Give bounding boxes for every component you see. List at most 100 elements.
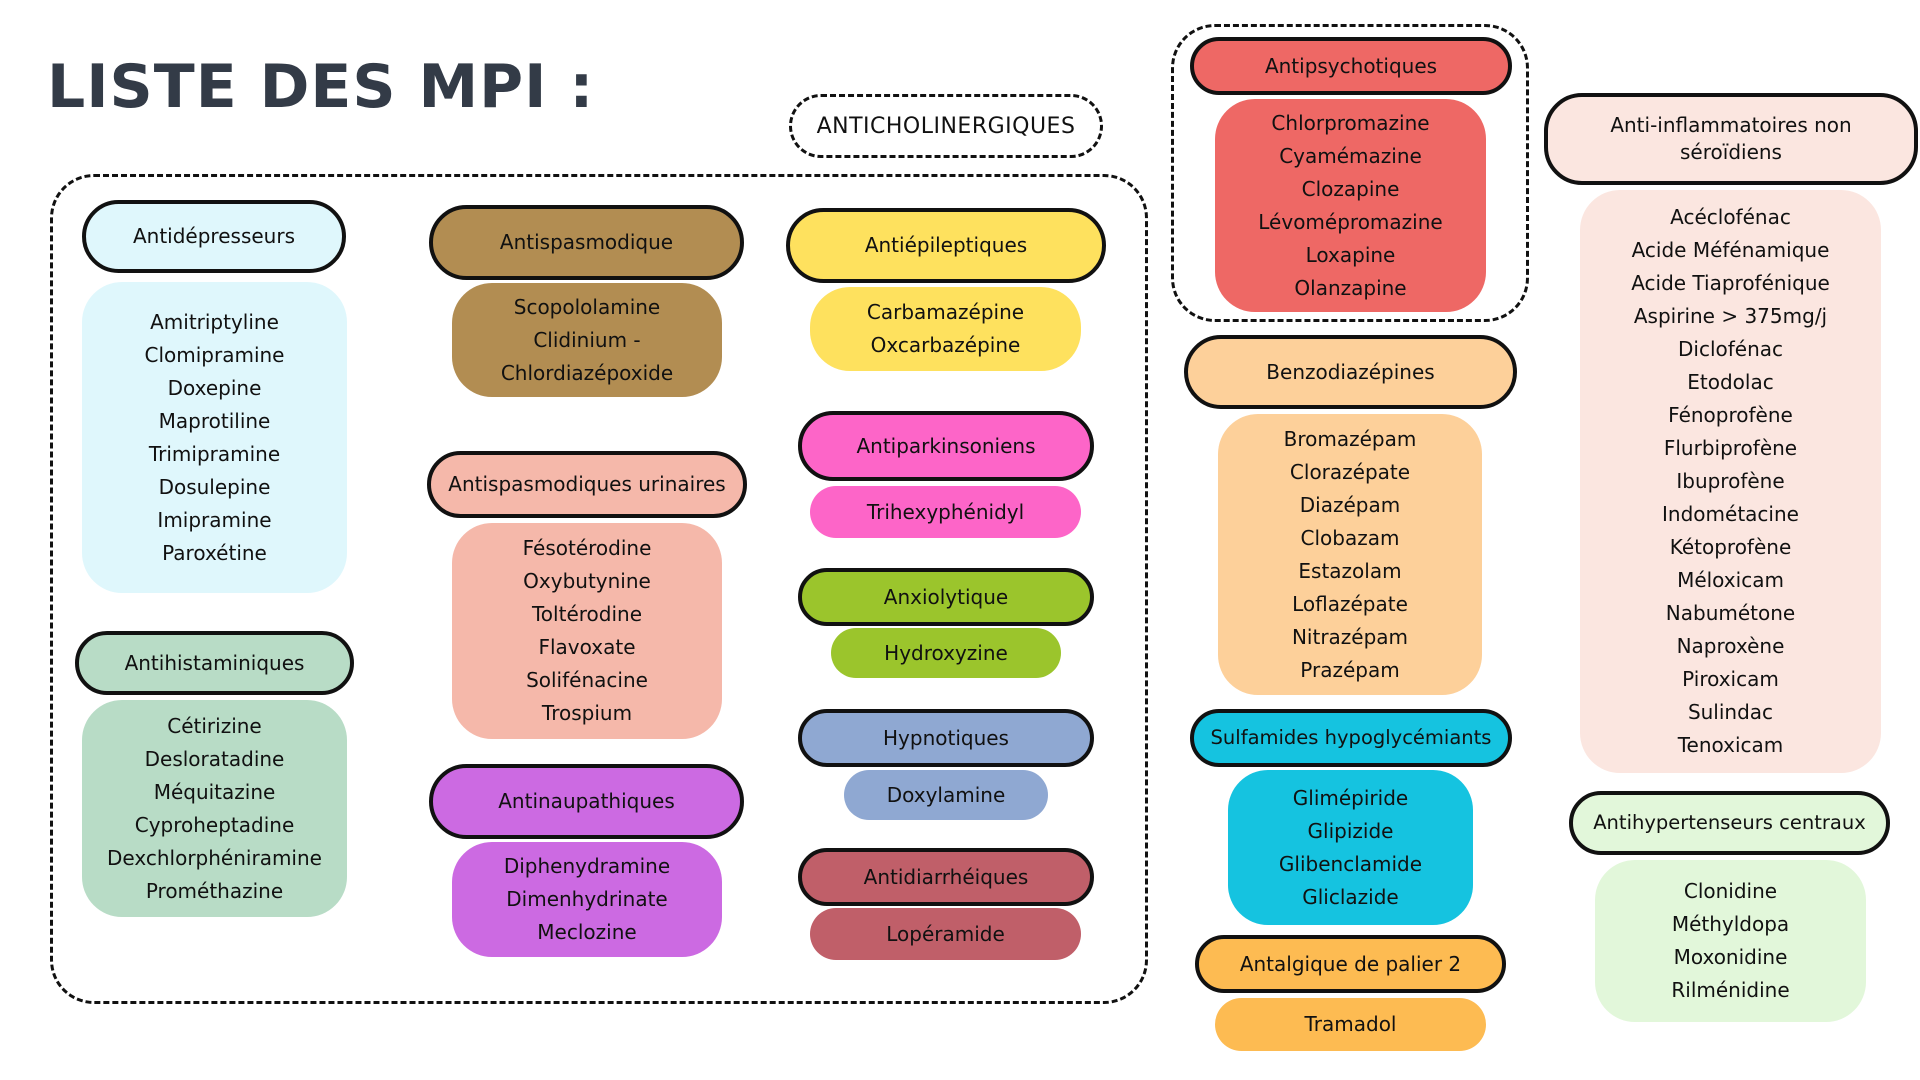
drug-item: Cyproheptadine xyxy=(134,812,295,837)
drug-item: Glimépiride xyxy=(1292,785,1409,810)
drug-item: Piroxicam xyxy=(1682,667,1779,691)
antispasmodique-header: Antispasmodique xyxy=(429,205,744,280)
drug-item: Lopéramide xyxy=(886,921,1005,946)
antispasmodiques-urinaires-header: Antispasmodiques urinaires xyxy=(427,451,747,518)
drug-item: Clomipramine xyxy=(144,342,285,367)
anticholinergic-label: ANTICHOLINERGIQUES xyxy=(789,94,1103,158)
drug-item: Lévomépromazine xyxy=(1258,209,1443,234)
drug-item: Moxonidine xyxy=(1673,945,1788,969)
drug-item: Maprotiline xyxy=(158,408,271,433)
drug-item: Amitriptyline xyxy=(150,309,279,334)
drug-item: Tenoxicam xyxy=(1677,733,1784,757)
antalgique-header: Antalgique de palier 2 xyxy=(1195,935,1506,993)
drug-item: Etodolac xyxy=(1687,370,1774,394)
ains-header: Anti-inflammatoires non séroïdiens xyxy=(1544,93,1918,185)
drug-item: Loxapine xyxy=(1305,242,1396,267)
drug-item: Doxepine xyxy=(167,375,262,400)
antipsychotiques-header: Antipsychotiques xyxy=(1190,37,1512,95)
antidiarrheiques-list: Lopéramide xyxy=(810,908,1081,960)
drug-item: Glibenclamide xyxy=(1278,851,1423,876)
drug-item: Rilménidine xyxy=(1671,978,1790,1002)
drug-item: Cétirizine xyxy=(167,713,262,738)
drug-item: Trimipramine xyxy=(148,441,281,466)
drug-item: Méloxicam xyxy=(1677,568,1784,592)
drug-item: Sulindac xyxy=(1687,700,1774,724)
antidepresseurs-header: Antidépresseurs xyxy=(82,200,346,273)
drug-item: Clidinium - xyxy=(533,327,641,352)
drug-item: Imipramine xyxy=(157,507,272,532)
drug-item: Oxybutynine xyxy=(523,569,651,593)
drug-item: Acéclofénac xyxy=(1670,205,1791,229)
drug-item: Flurbiprofène xyxy=(1663,436,1798,460)
drug-item: Acide Méfénamique xyxy=(1631,238,1830,262)
drug-item: Indométacine xyxy=(1662,502,1799,526)
antidiarrheiques-header: Antidiarrhéiques xyxy=(798,848,1094,906)
antihypertenseurs-header: Antihypertenseurs centraux xyxy=(1569,791,1890,855)
drug-item: Toltérodine xyxy=(531,602,642,626)
drug-item: Ibuprofène xyxy=(1676,469,1785,493)
anxiolytique-list: Hydroxyzine xyxy=(831,628,1061,678)
drug-item: Scopololamine xyxy=(513,294,661,319)
drug-item: Dexchlorphéniramine xyxy=(107,845,322,870)
drug-item: Dosulepine xyxy=(158,474,271,499)
drug-item: Clozapine xyxy=(1301,176,1400,201)
anticholinergic-group-frame xyxy=(50,174,1148,1004)
sulfamides-header: Sulfamides hypoglycémiants xyxy=(1190,709,1512,767)
drug-item: Clobazam xyxy=(1300,525,1400,550)
drug-item: Fénoprofène xyxy=(1668,403,1793,427)
drug-item: Glipizide xyxy=(1307,818,1394,843)
drug-item: Naproxène xyxy=(1676,634,1785,658)
drug-item: Aspirine > 375mg/j xyxy=(1633,304,1828,328)
drug-item: Acide Tiaprofénique xyxy=(1631,271,1830,295)
antinaupathiques-header: Antinaupathiques xyxy=(429,764,744,839)
drug-item: Méquitazine xyxy=(153,779,276,804)
anxiolytique-header: Anxiolytique xyxy=(798,568,1094,626)
drug-item: Hydroxyzine xyxy=(884,640,1008,665)
antiparkinsoniens-list: Trihexyphénidyl xyxy=(810,486,1081,538)
hypnotiques-header: Hypnotiques xyxy=(798,709,1094,767)
drug-item: Nabumétone xyxy=(1665,601,1796,625)
drug-item: Chlordiazépoxide xyxy=(500,360,674,385)
drug-item: Diazépam xyxy=(1299,492,1401,517)
drug-item: Diclofénac xyxy=(1677,337,1784,361)
drug-item: Prazépam xyxy=(1300,657,1400,682)
drug-item: Estazolam xyxy=(1298,558,1402,583)
drug-item: Kétoprofène xyxy=(1669,535,1792,559)
benzodiazepines-header: Benzodiazépines xyxy=(1184,335,1517,409)
drug-item: Bromazépam xyxy=(1283,426,1417,451)
drug-item: Trihexyphénidyl xyxy=(866,499,1025,524)
antiepileptiques-header: Antiépileptiques xyxy=(786,208,1106,283)
drug-item: Solifénacine xyxy=(526,668,648,692)
drug-item: Paroxétine xyxy=(162,540,267,565)
drug-item: Clorazépate xyxy=(1289,459,1411,484)
page-title: LISTE DES MPI : xyxy=(47,52,595,122)
drug-item: Olanzapine xyxy=(1294,275,1407,300)
drug-item: Meclozine xyxy=(537,920,637,944)
drug-item: Carbamazépine xyxy=(866,300,1025,324)
drug-item: Desloratadine xyxy=(144,746,285,771)
antiparkinsoniens-header: Antiparkinsoniens xyxy=(798,411,1094,481)
drug-item: Loflazépate xyxy=(1292,591,1408,616)
drug-item: Prométhazine xyxy=(145,878,284,903)
drug-item: Chlorpromazine xyxy=(1271,110,1430,135)
drug-item: Cyamémazine xyxy=(1279,143,1422,168)
antihistaminiques-header: Antihistaminiques xyxy=(75,631,354,695)
drug-item: Dimenhydrinate xyxy=(506,887,668,911)
drug-item: Trospium xyxy=(541,701,633,725)
drug-item: Fésotérodine xyxy=(522,536,652,560)
drug-item: Nitrazépam xyxy=(1291,624,1409,649)
drug-item: Flavoxate xyxy=(538,635,636,659)
antalgique-list: Tramadol xyxy=(1215,998,1486,1051)
drug-item: Oxcarbazépine xyxy=(870,333,1021,357)
antipsychotic-group-frame xyxy=(1171,24,1529,322)
drug-item: Clonidine xyxy=(1683,879,1778,903)
drug-item: Méthyldopa xyxy=(1671,912,1790,936)
drug-item: Diphenydramine xyxy=(503,854,671,878)
